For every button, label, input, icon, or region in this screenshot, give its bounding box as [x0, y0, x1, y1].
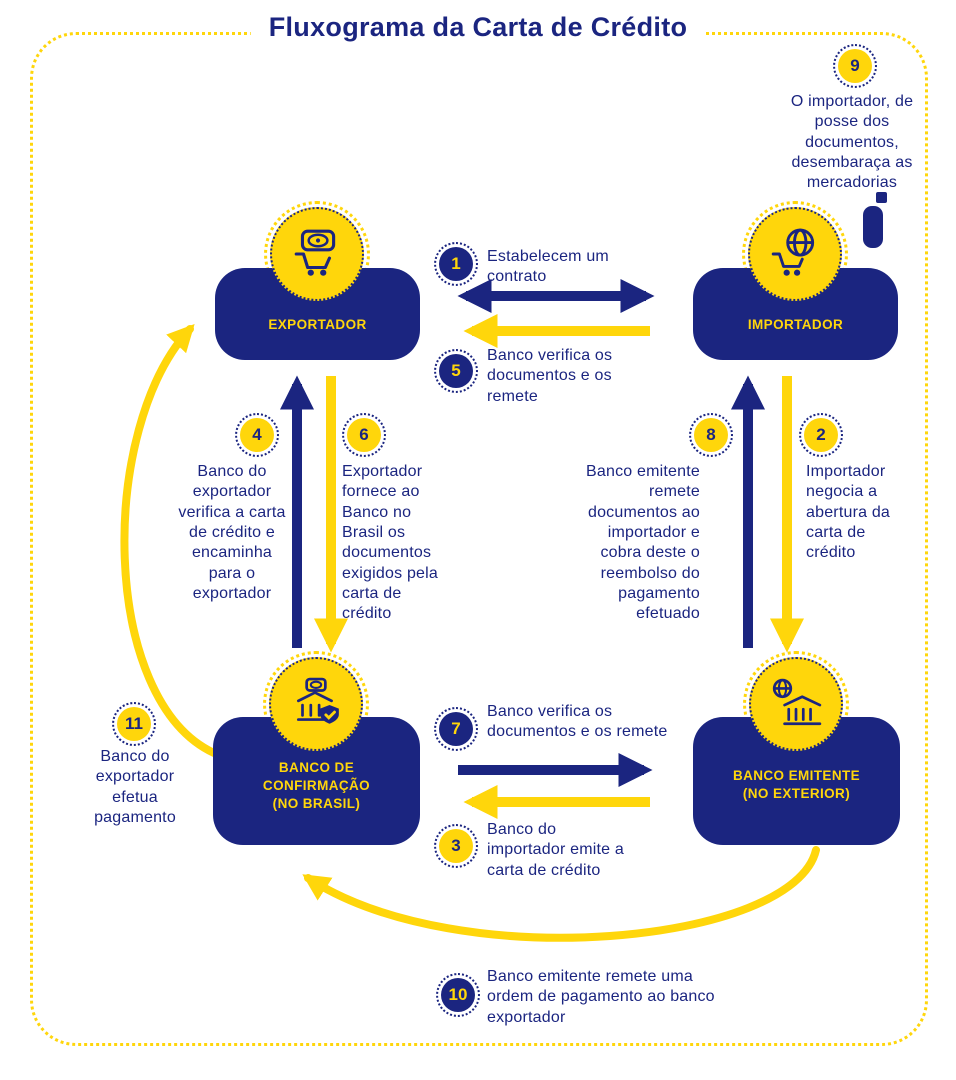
step-number-2: 2	[816, 425, 826, 444]
step-badge-6: 6	[342, 413, 386, 457]
step-text-5: Banco verifica os documentos e os remete	[487, 347, 613, 405]
step-text-1: Estabelecem um contrato	[487, 248, 609, 286]
node-exportador: EXPORTADOR	[215, 201, 420, 360]
step-text-4: Banco do exportador verifica a carta de …	[178, 463, 286, 602]
step-text-10: Banco emitente remete uma ordem de pagam…	[487, 968, 715, 1026]
step-badge-4: 4	[235, 413, 279, 457]
node-banco-emitente: BANCO EMITENTE (NO EXTERIOR)	[693, 651, 900, 845]
step-badge-2: 2	[799, 413, 843, 457]
step-text-3: Banco do importador emite a carta de cré…	[487, 821, 624, 879]
cargo-container-icon	[863, 192, 887, 248]
step-badge-7: 7	[434, 707, 478, 751]
step-badge-5: 5	[434, 349, 478, 393]
node-label-exportador: EXPORTADOR	[268, 317, 367, 332]
step-text-2: Importador negocia a abertura da carta d…	[806, 463, 891, 562]
globe-cart-icon	[748, 207, 842, 301]
step-number-9: 9	[850, 56, 860, 75]
step-text-9: O importador, de posse dos documentos, d…	[790, 93, 914, 192]
step-text-11: Banco do exportador efetua pagamento	[94, 748, 176, 826]
step-badge-10: 10	[436, 973, 480, 1017]
node-label-banco-confirmacao: BANCO DE CONFIRMAÇÃO	[262, 760, 371, 793]
step-number-5: 5	[451, 361, 461, 380]
node-banco-confirmacao: BANCO DE CONFIRMAÇÃO (NO BRASIL)	[213, 651, 420, 845]
step-number-11: 11	[125, 714, 143, 733]
step-badge-9: 9	[833, 44, 877, 88]
page-title: Fluxograma da Carta de Crédito	[250, 12, 706, 43]
step-number-4: 4	[252, 425, 262, 444]
step-number-7: 7	[451, 719, 461, 738]
step-text-8: Banco emitente remete documentos ao impo…	[586, 463, 700, 623]
step-badge-8: 8	[689, 413, 733, 457]
step-number-1: 1	[451, 254, 461, 273]
cart-brazil-flag-icon	[270, 207, 364, 301]
step-number-10: 10	[448, 985, 468, 1004]
bank-globe-icon	[749, 657, 843, 751]
bank-brazil-shield-icon	[269, 657, 363, 751]
node-sublabel-banco-confirmacao: (NO BRASIL)	[272, 795, 361, 811]
node-label-banco-emitente: BANCO EMITENTE	[732, 768, 861, 783]
step-text-7: Banco verifica os documentos e os remete	[487, 703, 668, 741]
step-number-6: 6	[359, 425, 369, 444]
step-badge-3: 3	[434, 824, 478, 868]
step-number-8: 8	[706, 425, 716, 444]
step-badge-11: 11	[112, 702, 156, 746]
step-number-3: 3	[451, 836, 461, 855]
node-importador: IMPORTADOR	[693, 201, 898, 360]
step-badge-1: 1	[434, 242, 478, 286]
step-text-6: Exportador fornece ao Banco no Brasil os…	[342, 463, 438, 623]
node-label-importador: IMPORTADOR	[747, 317, 844, 332]
node-sublabel-banco-emitente: (NO EXTERIOR)	[742, 785, 851, 801]
